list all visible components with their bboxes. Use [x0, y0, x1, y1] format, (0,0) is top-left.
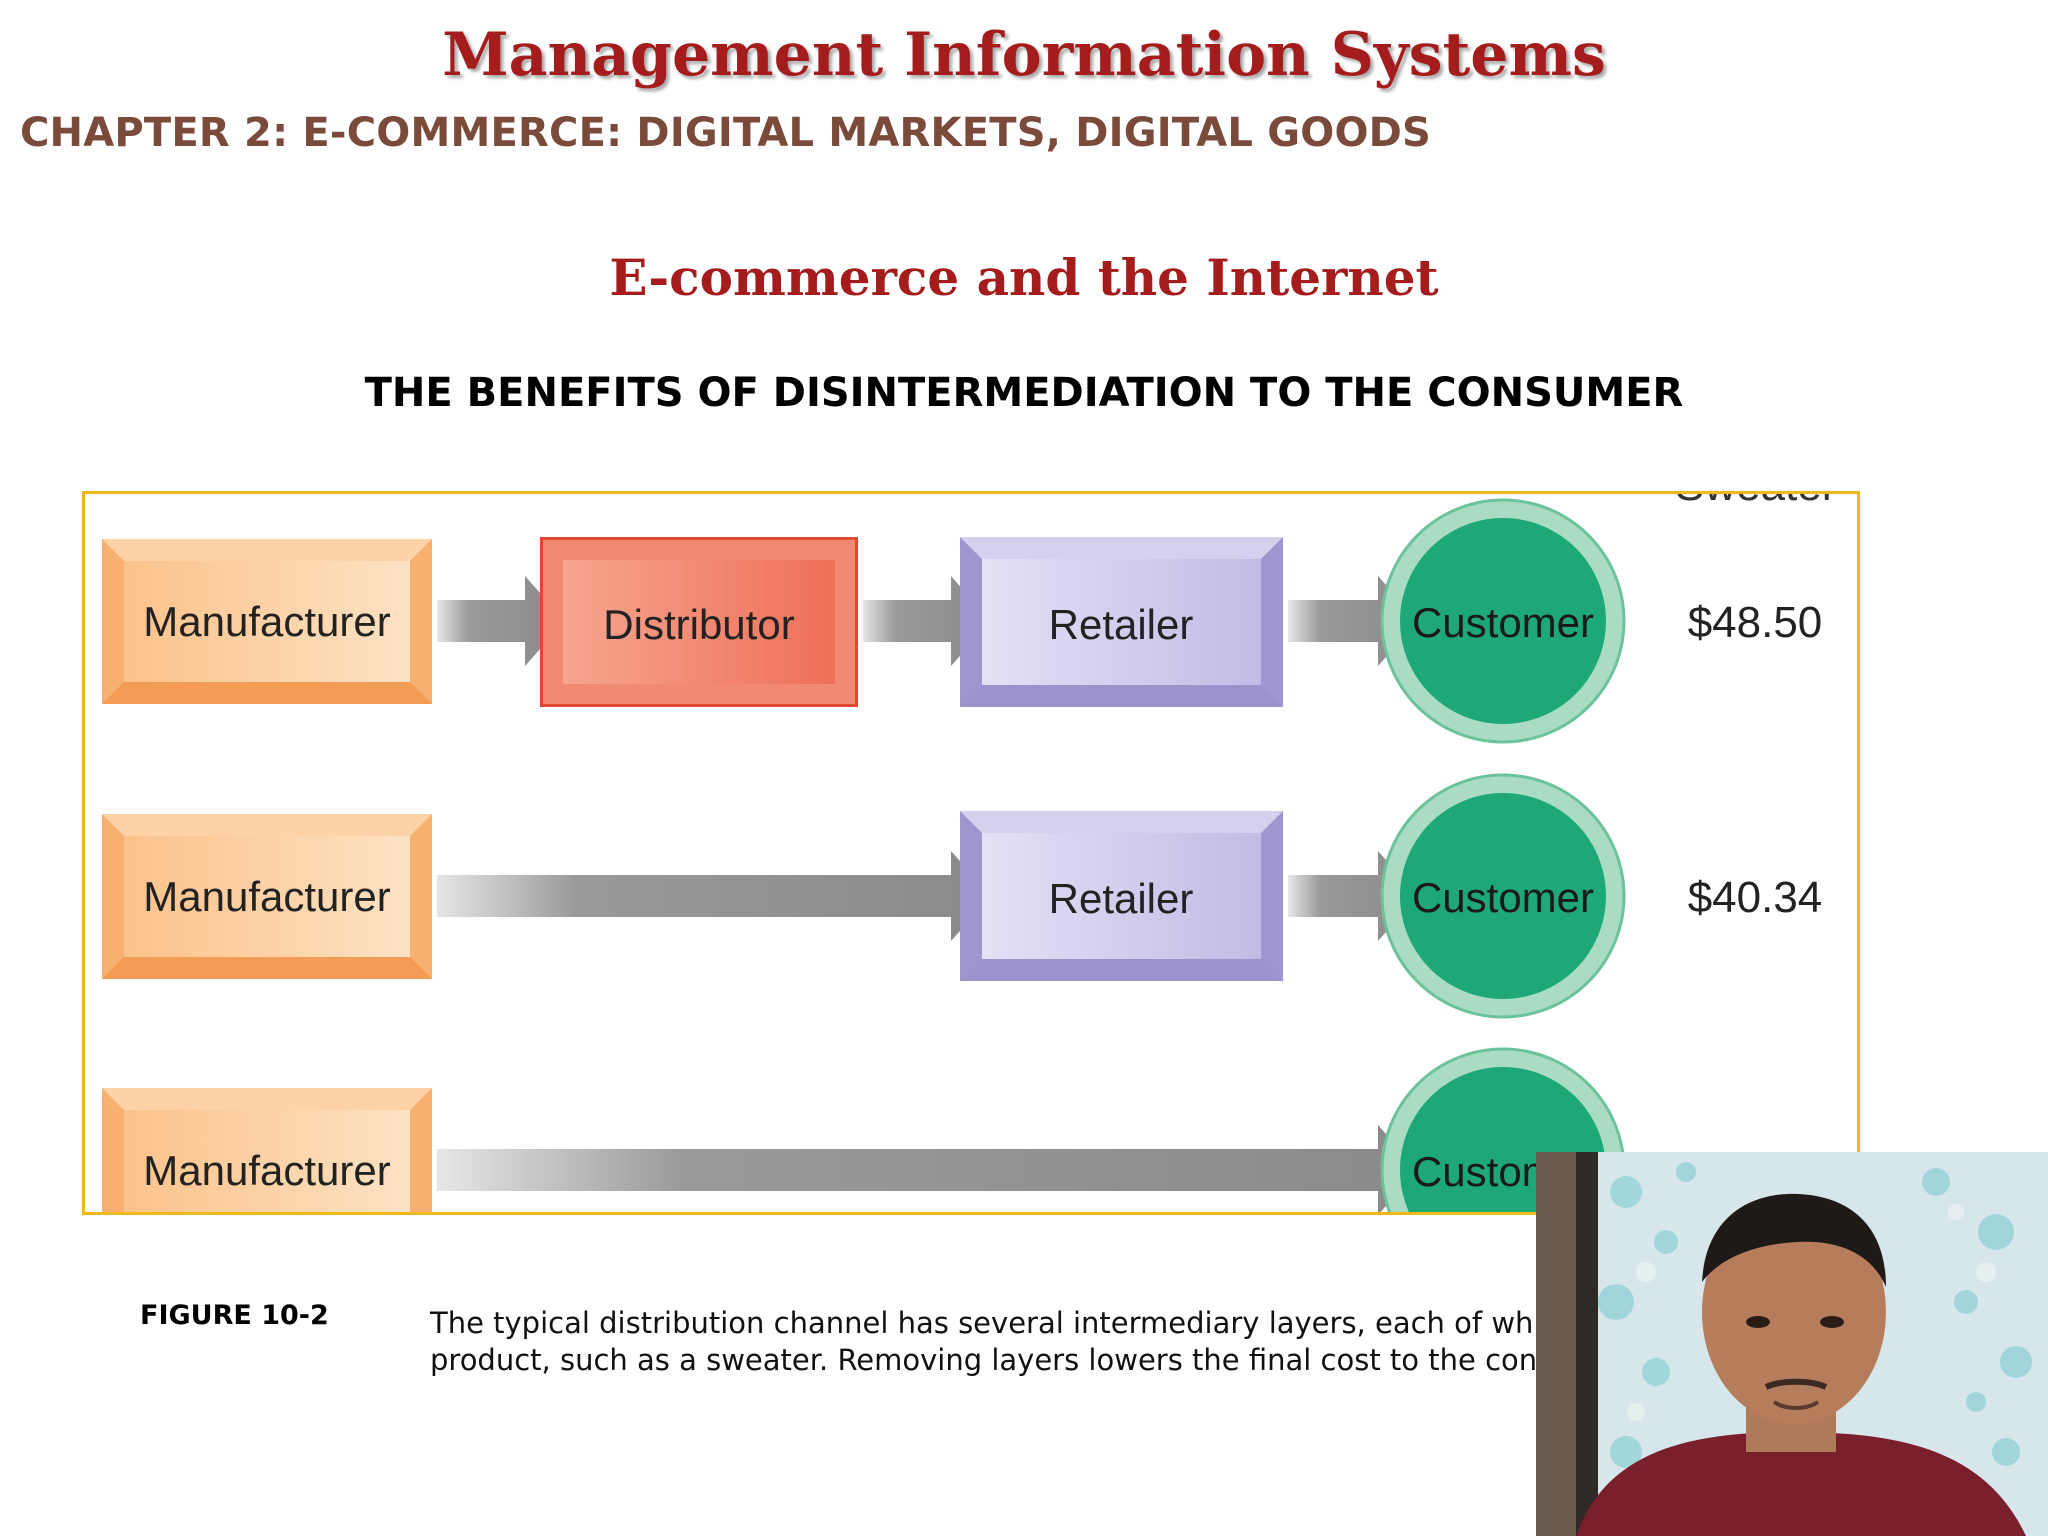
customer-circle: [1380, 498, 1626, 744]
manufacturer-box: [102, 814, 432, 979]
node-label: Manufacturer: [143, 598, 390, 645]
retailer-box: [960, 537, 1283, 707]
customer-circle: [1380, 773, 1626, 1019]
diagram-canvas: Sweater Manufacturer Distributor: [102, 494, 1836, 1212]
arrow: [437, 851, 991, 941]
slide-title: Management Information Systems: [442, 20, 1606, 90]
manufacturer-box: [102, 539, 432, 704]
presenter-video-icon: [1536, 1152, 2048, 1536]
section-title: E-commerce and the Internet: [609, 248, 1439, 307]
caption-line-1: The typical distribution channel has sev…: [430, 1306, 1622, 1340]
retailer-box: [960, 811, 1283, 981]
price-label: $40.34: [1688, 873, 1823, 922]
presenter-webcam: [1536, 1152, 2048, 1536]
disintermediation-figure: Sweater Manufacturer Distributor: [82, 491, 1860, 1215]
distributor-box: [540, 537, 858, 707]
figure-label: FIGURE 10-2: [140, 1300, 329, 1331]
column-header-partial: Sweater: [1675, 494, 1836, 510]
node-label: Distributor: [603, 601, 794, 648]
figure-caption: The typical distribution channel has sev…: [430, 1305, 1730, 1379]
chapter-title: CHAPTER 2: E-COMMERCE: DIGITAL MARKETS, …: [20, 110, 1432, 156]
node-label: Manufacturer: [143, 1147, 390, 1194]
node-label: Customer: [1412, 599, 1594, 646]
row-1: Manufacturer Distributor Retailer: [102, 498, 1823, 744]
manufacturer-box: [102, 1088, 432, 1212]
node-label: Retailer: [1049, 875, 1194, 922]
price-label: $48.50: [1688, 598, 1823, 647]
arrow: [437, 576, 565, 666]
caption-line-2: product, such as a sweater. Removing lay…: [430, 1343, 1617, 1377]
row-3: Manufacturer Customer: [102, 1047, 1626, 1212]
node-label: Retailer: [1049, 601, 1194, 648]
row-2: Manufacturer Retailer Customer $40.34: [102, 773, 1823, 1019]
arrow: [437, 1125, 1418, 1212]
node-label: Manufacturer: [143, 873, 390, 920]
arrow: [863, 576, 991, 666]
slide-heading: THE BENEFITS OF DISINTERMEDIATION TO THE…: [364, 370, 1684, 416]
node-label: Customer: [1412, 874, 1594, 921]
